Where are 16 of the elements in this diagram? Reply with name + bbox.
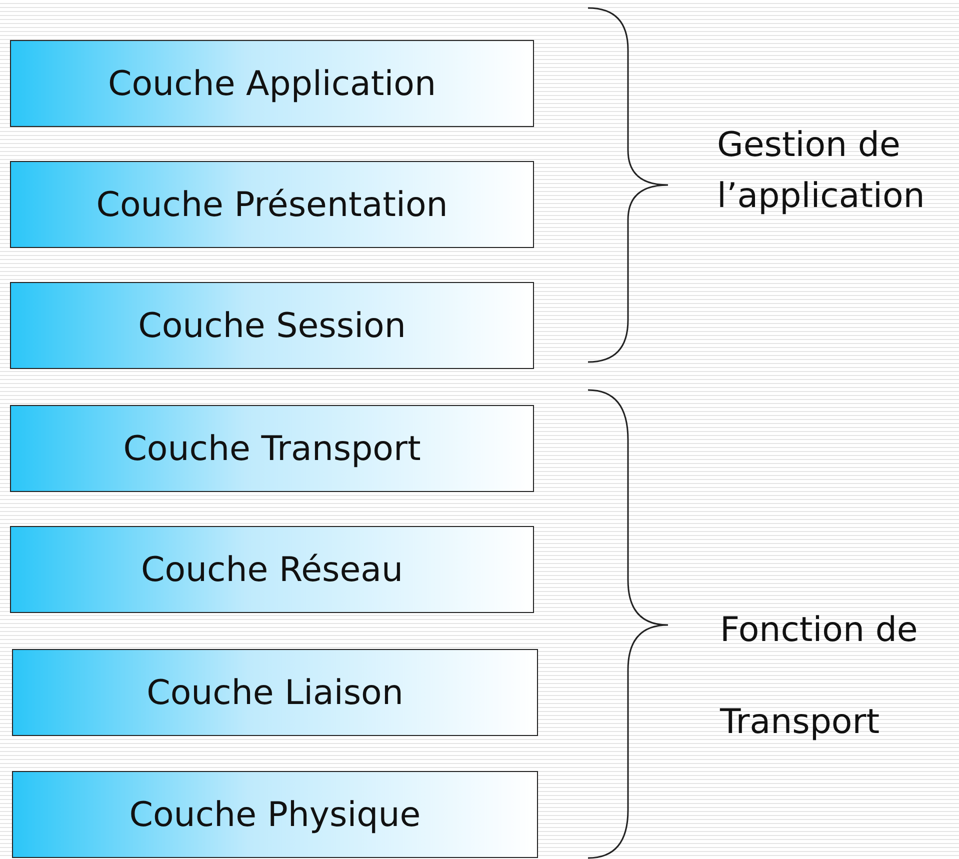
layer-box — [10, 40, 534, 127]
layer-name: Couche Application — [108, 64, 436, 104]
layer-box — [12, 649, 538, 736]
layer-box — [10, 282, 534, 369]
group-label: Gestion de l’application — [717, 124, 926, 218]
group-label: Fonction de Transport — [720, 609, 919, 744]
layer-name: Couche Transport — [123, 428, 421, 468]
layer-box — [12, 771, 538, 858]
layer-name: Couche Physique — [129, 794, 421, 834]
layer-name: Couche Présentation — [96, 184, 448, 224]
layer-box — [10, 161, 534, 248]
layer-box — [10, 526, 534, 613]
layer-box — [10, 405, 534, 492]
layer-name: Couche Réseau — [140, 550, 404, 590]
layer-name: Couche Liaison — [146, 672, 404, 712]
layer-name: Couche Session — [138, 306, 406, 346]
